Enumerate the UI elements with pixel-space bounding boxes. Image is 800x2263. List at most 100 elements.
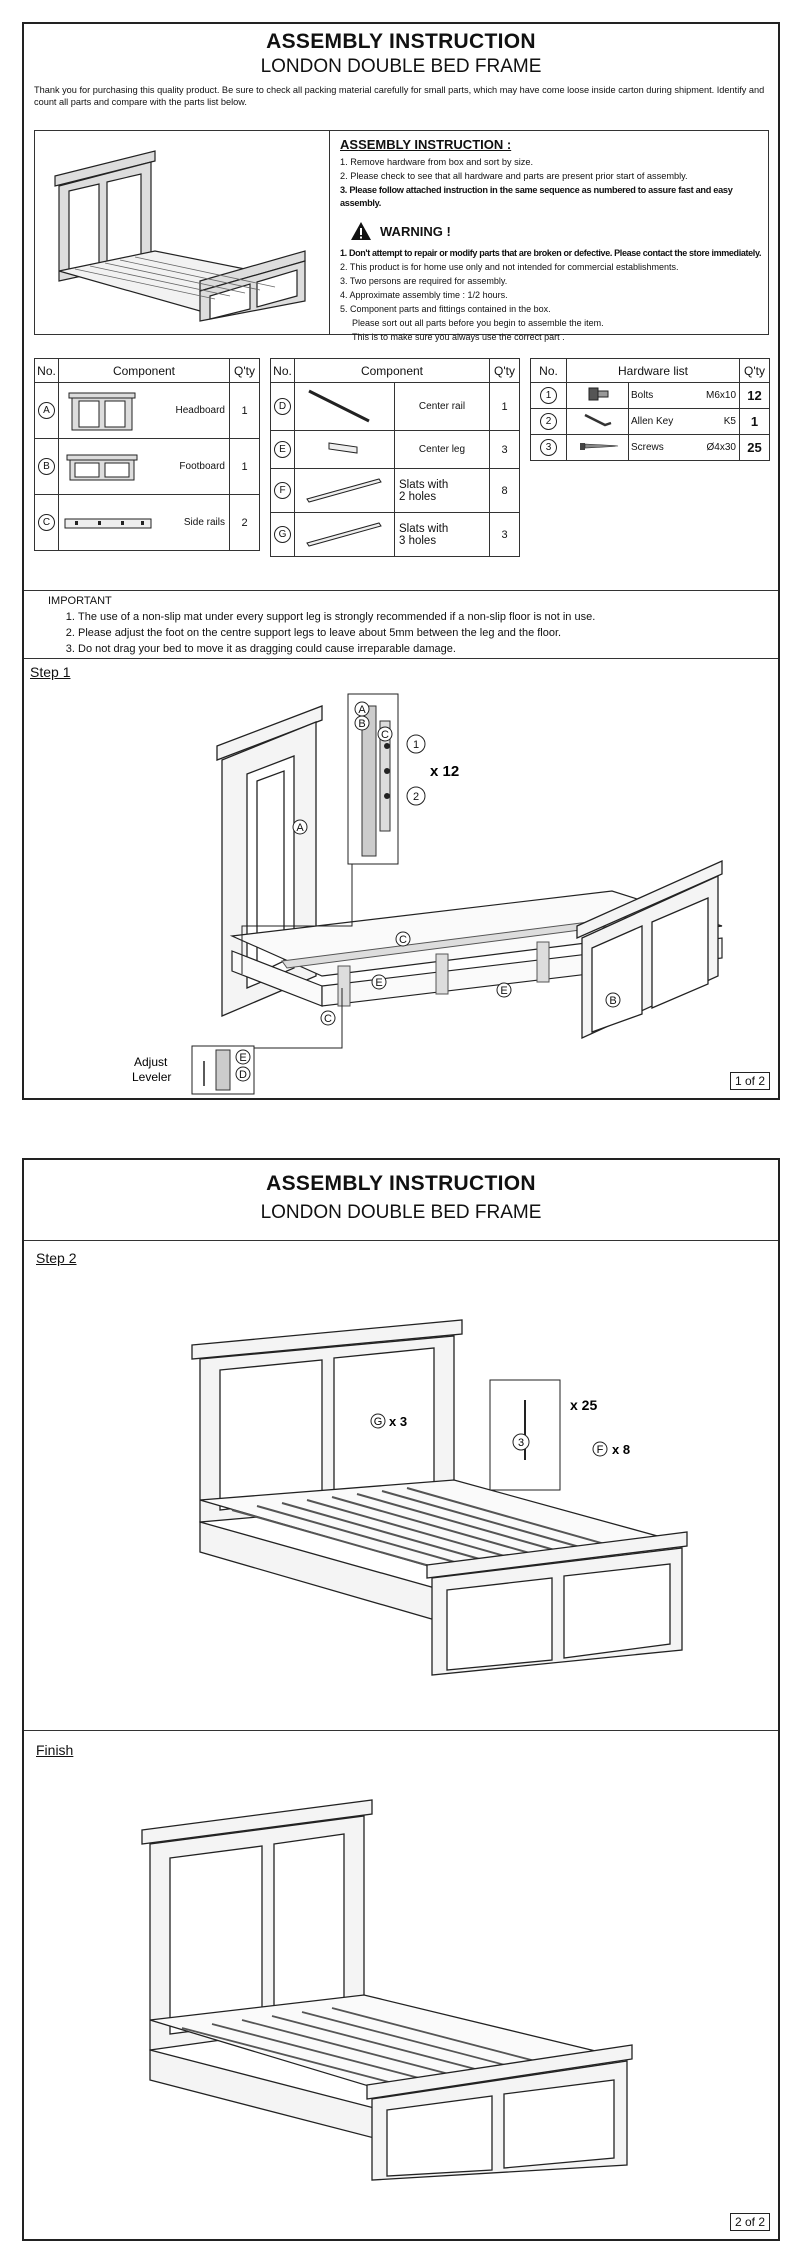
col-qty: Q'ty [489, 358, 520, 383]
center-rail-thumbnail-icon [308, 389, 370, 423]
instruction-page-2: ASSEMBLY INSTRUCTION LONDON DOUBLE BED F… [22, 1158, 780, 2241]
allen-key-icon [583, 413, 611, 427]
table-row: D Center rail 1 [270, 382, 520, 431]
section-divider [24, 658, 778, 659]
callout-c-detail: C [381, 729, 389, 741]
warning-item: 5. Component parts and fittings containe… [340, 303, 551, 314]
callout-b: B [609, 995, 616, 1007]
page-number: 1 of 2 [729, 1072, 770, 1090]
part-name: Slats with 3 holes [394, 512, 490, 557]
part-qty: 1 [229, 382, 260, 439]
col-no: No. [270, 358, 295, 383]
part-qty: 2 [229, 494, 260, 551]
hardware-qty: 25 [739, 434, 770, 461]
callout-a-detail: A [358, 704, 366, 716]
step-1-callouts: A A B C 1 2 C E E C B E D x 12 Adjust Le… [132, 701, 621, 1084]
step-1-label: Step 1 [30, 664, 71, 680]
col-no: No. [530, 358, 567, 383]
part-qty: 8 [489, 468, 520, 513]
part-qty: 1 [229, 438, 260, 495]
footboard-thumbnail-icon [66, 454, 138, 480]
table-row: 2 Allen Key K5 1 [530, 408, 770, 435]
part-letter: C [38, 514, 55, 531]
hardware-name: Bolts [627, 382, 692, 409]
section-divider [24, 1240, 778, 1241]
col-no: No. [34, 358, 59, 383]
intro-text: Thank you for purchasing this quality pr… [34, 85, 765, 108]
warning-item: Please sort out all parts before you beg… [352, 317, 604, 328]
part-letter: D [274, 398, 291, 415]
callout-b-detail: B [358, 718, 365, 730]
part-name: Footboard [179, 461, 225, 472]
leveler-label: Leveler [132, 1070, 171, 1084]
step-1-diagram [191, 693, 723, 1095]
instruction-item: 2. Please check to see that all hardware… [340, 170, 688, 181]
section-divider [24, 1730, 778, 1731]
table-row: C Side rails 2 [34, 494, 260, 551]
page-number: 2 of 2 [729, 2213, 770, 2231]
callout-a: A [296, 822, 304, 834]
part-name: Headboard [175, 405, 225, 416]
page-subtitle: LONDON DOUBLE BED FRAME [260, 1202, 542, 1223]
part-name: Center leg [394, 430, 490, 469]
component-table-2: No. Component Q'ty D Center rail 1 E Cen… [270, 358, 520, 557]
callout-2: 2 [413, 791, 419, 803]
page-subtitle: LONDON DOUBLE BED FRAME [260, 56, 542, 77]
callout-e-leveler: E [239, 1052, 246, 1064]
slat-f-count: x 8 [612, 1442, 630, 1457]
slat-two-hole-thumbnail-icon [306, 478, 382, 503]
hardware-name: Screws [627, 434, 692, 461]
warning-item: 3. Two persons are required for assembly… [340, 276, 508, 287]
center-leg-thumbnail-icon [328, 442, 358, 454]
callout-e-left: E [375, 977, 382, 989]
instruction-item: 1. Remove hardware from box and sort by … [340, 157, 534, 167]
important-item: Do not drag your bed to move it as dragg… [78, 642, 595, 658]
part-name: Center rail [394, 382, 490, 431]
table-row: 1 Bolts M6x10 12 [530, 382, 770, 409]
instruction-list: 1. Remove hardware from box and sort by … [340, 156, 765, 211]
hardware-size: K5 [691, 408, 740, 435]
table-row: F Slats with 2 holes 8 [270, 468, 520, 513]
hardware-size: Ø4x30 [691, 434, 740, 461]
callout-f: F [597, 1444, 604, 1456]
section-divider [24, 590, 778, 591]
screw-count: x 25 [570, 1397, 597, 1413]
callout-d-leveler: D [239, 1069, 247, 1081]
warning-item: This is to make sure you always use the … [352, 331, 565, 342]
hardware-name: Allen Key [627, 408, 692, 435]
hardware-number: 2 [540, 413, 557, 430]
warning-list: 1. Don't attempt to repair or modify par… [340, 247, 765, 345]
part-letter: G [274, 526, 291, 543]
page-title: ASSEMBLY INSTRUCTION [266, 30, 536, 53]
hardware-number: 1 [540, 387, 557, 404]
callout-c: C [399, 934, 407, 946]
adjust-label: Adjust [134, 1055, 168, 1069]
important-notes: IMPORTANT The use of a non-slip mat unde… [48, 594, 595, 658]
table-row: B Footboard 1 [34, 438, 260, 495]
callout-1: 1 [413, 739, 419, 751]
screw-icon [579, 443, 618, 450]
table-row: 3 Screws Ø4x30 25 [530, 434, 770, 461]
important-item: Please adjust the foot on the centre sup… [78, 626, 595, 642]
col-component: Component [58, 358, 230, 383]
important-item: The use of a non-slip mat under every su… [78, 610, 595, 626]
instruction-page-1: ASSEMBLY INSTRUCTION LONDON DOUBLE BED F… [22, 22, 780, 1100]
instruction-heading-prefix: AS [340, 137, 359, 152]
side-rail-thumbnail-icon [64, 518, 152, 528]
part-qty: 3 [489, 430, 520, 469]
warning-item: 4. Approximate assembly time : 1/2 hours… [340, 290, 508, 300]
step-2-label: Step 2 [36, 1250, 77, 1266]
bolt-icon [588, 387, 608, 401]
callout-3: 3 [518, 1437, 524, 1449]
warning-heading: WARNING ! [340, 221, 765, 241]
col-qty: Q'ty [739, 358, 770, 383]
page-title: ASSEMBLY INSTRUCTION [266, 1172, 536, 1195]
callout-e-right: E [500, 985, 507, 997]
col-hardware: Hardware list [566, 358, 740, 383]
warning-item: 1. Don't attempt to repair or modify par… [340, 248, 762, 259]
callout-g: G [374, 1416, 383, 1428]
headboard-thumbnail-icon [68, 392, 136, 430]
instruction-heading-rest: SEMBLY INSTRUCTION : [358, 137, 512, 152]
part-name: Slats with 2 holes [394, 468, 490, 513]
part-letter: A [38, 402, 55, 419]
